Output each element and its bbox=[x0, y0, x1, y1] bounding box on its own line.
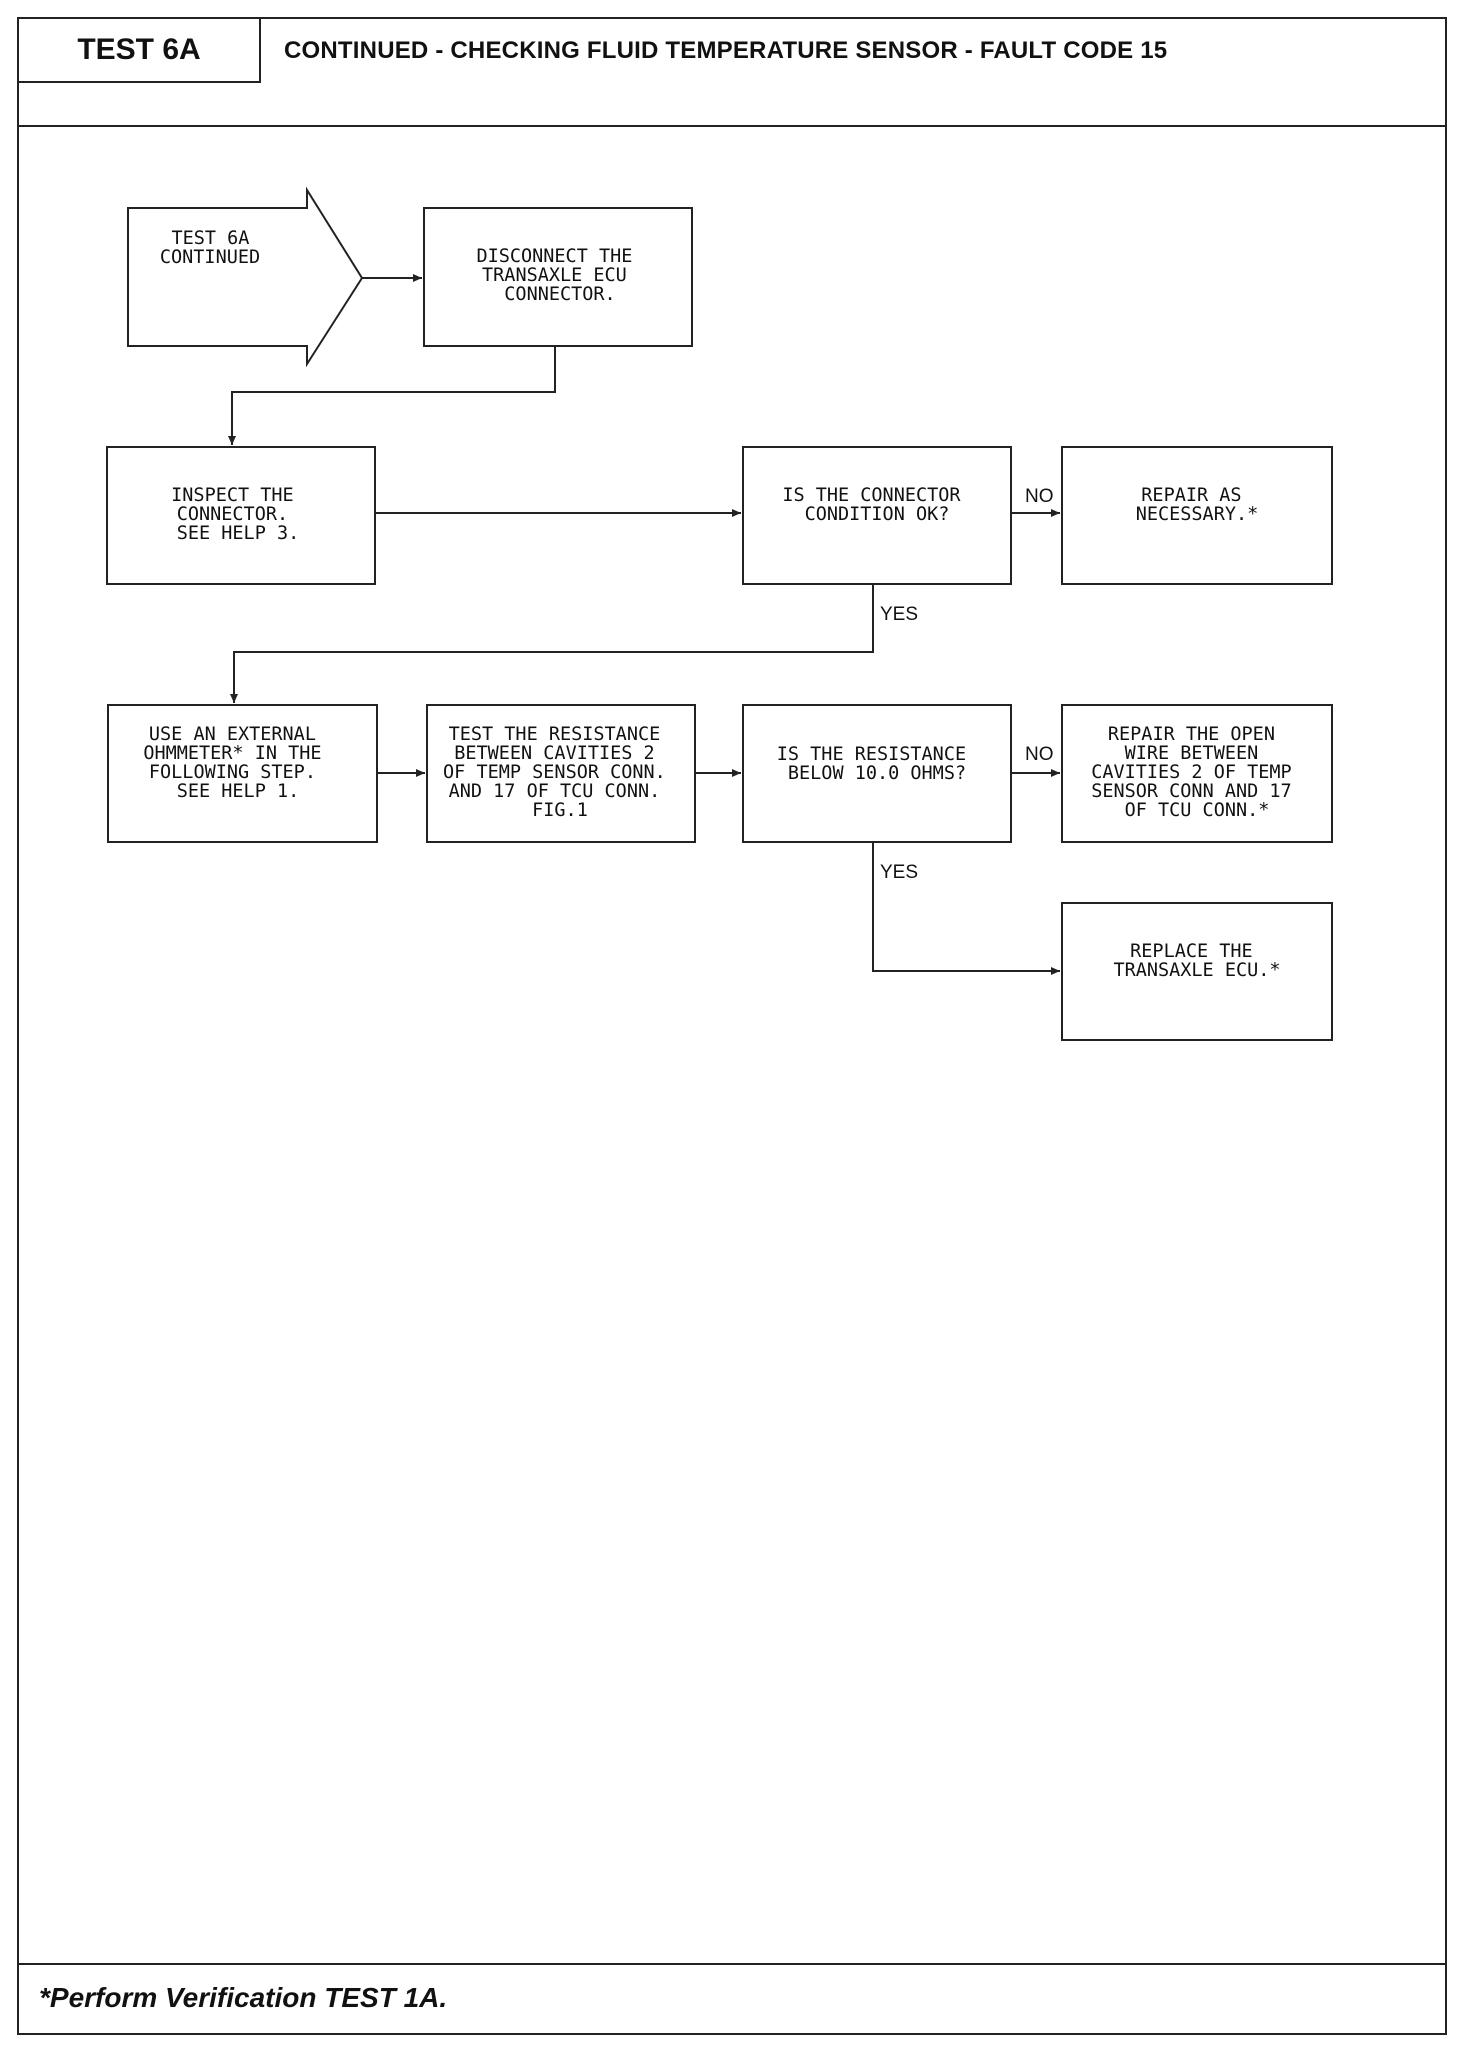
footer-note: *Perform Verification TEST 1A. bbox=[39, 1982, 448, 2013]
inspect-text: INSPECT THE CONNECTOR. SEE HELP 3. bbox=[171, 485, 305, 544]
repair-necessary-box bbox=[1061, 446, 1333, 585]
disconnect-box bbox=[423, 207, 693, 347]
footer-row: *Perform Verification TEST 1A. bbox=[19, 1963, 1445, 2033]
page-frame: TEST 6A CONTINUED - CHECKING FLUID TEMPE… bbox=[17, 17, 1447, 2035]
arrow-connector-yes bbox=[230, 584, 874, 703]
test-resistance-text: TEST THE RESISTANCE BETWEEN CAVITIES 2 O… bbox=[443, 724, 677, 821]
label-yes-1: YES bbox=[880, 604, 918, 625]
question-resistance-text: IS THE RESISTANCE BELOW 10.0 OHMS? bbox=[777, 744, 978, 784]
test-label: TEST 6A bbox=[19, 19, 261, 83]
label-no-2: NO bbox=[1025, 744, 1054, 765]
start-label: TEST 6A CONTINUED bbox=[160, 228, 261, 268]
header-row: TEST 6A CONTINUED - CHECKING FLUID TEMPE… bbox=[19, 19, 1445, 127]
arrow-disconnect-to-inspect bbox=[228, 346, 556, 445]
arrow-resistance-yes bbox=[872, 842, 1060, 975]
repair-necessary-text: REPAIR AS NECESSARY.* bbox=[1136, 485, 1259, 525]
replace-ecu-box bbox=[1061, 902, 1333, 1041]
label-no-1: NO bbox=[1025, 486, 1054, 507]
page-title: CONTINUED - CHECKING FLUID TEMPERATURE S… bbox=[284, 37, 1168, 64]
disconnect-text: DISCONNECT THE TRANSAXLE ECU CONNECTOR. bbox=[476, 246, 643, 305]
inspect-box bbox=[106, 446, 376, 585]
repair-open-wire-text: REPAIR THE OPEN WIRE BETWEEN CAVITIES 2 … bbox=[1091, 724, 1303, 821]
repair-open-wire-box bbox=[1061, 704, 1333, 843]
question-connector-text: IS THE CONNECTOR CONDITION OK? bbox=[782, 485, 971, 525]
question-connector-box bbox=[742, 446, 1012, 585]
replace-ecu-text: REPLACE THE TRANSAXLE ECU.* bbox=[1113, 941, 1280, 981]
label-yes-2: YES bbox=[880, 862, 918, 883]
start-arrow-shape bbox=[127, 186, 364, 368]
use-ohmmeter-text: USE AN EXTERNAL OHMMETER* IN THE FOLLOWI… bbox=[143, 724, 332, 802]
